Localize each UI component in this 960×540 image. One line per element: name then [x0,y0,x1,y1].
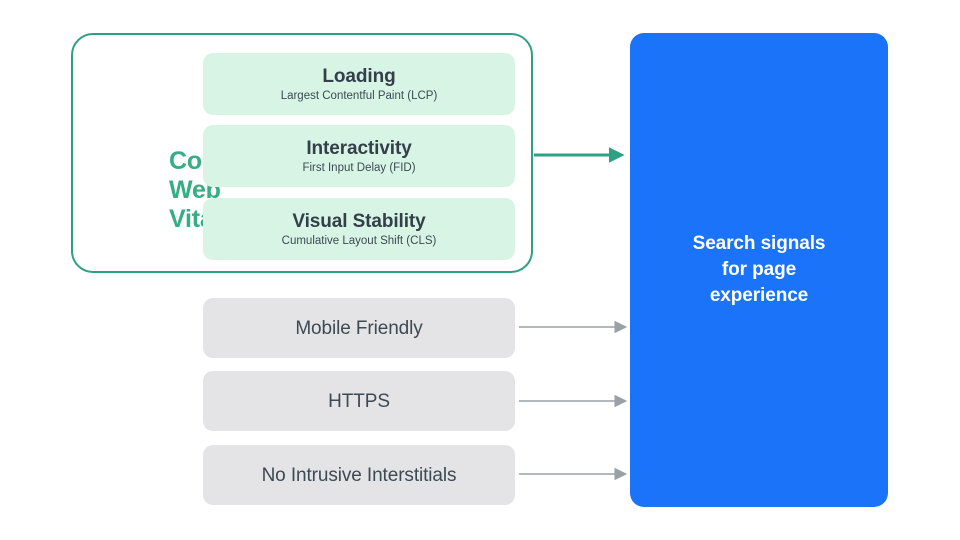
vital-title-visual-stability: Visual Stability [292,210,426,232]
signal-card-https[interactable]: HTTPS [203,371,515,431]
vital-card-loading[interactable]: Loading Largest Contentful Paint (LCP) [203,53,515,115]
vital-subtitle-interactivity: First Input Delay (FID) [302,161,416,174]
search-signals-destination-text: Search signals for page experience [654,231,864,309]
vital-card-visual-stability[interactable]: Visual Stability Cumulative Layout Shift… [203,198,515,260]
vital-title-loading: Loading [322,65,396,87]
signal-label-mobile-friendly: Mobile Friendly [295,317,423,339]
signal-label-no-intrusive-interstitials: No Intrusive Interstitials [261,464,457,486]
destination-line-2: for page [721,259,797,280]
search-signals-destination-box[interactable]: Search signals for page experience [630,33,888,507]
vital-card-interactivity[interactable]: Interactivity First Input Delay (FID) [203,125,515,187]
signal-card-no-intrusive-interstitials[interactable]: No Intrusive Interstitials [203,445,515,505]
vital-subtitle-visual-stability: Cumulative Layout Shift (CLS) [281,234,437,247]
destination-line-3: experience [709,285,809,306]
vital-title-interactivity: Interactivity [306,137,412,159]
signal-label-https: HTTPS [328,390,390,412]
destination-line-1: Search signals [692,233,826,254]
vital-subtitle-loading: Largest Contentful Paint (LCP) [280,89,438,102]
signal-card-mobile-friendly[interactable]: Mobile Friendly [203,298,515,358]
